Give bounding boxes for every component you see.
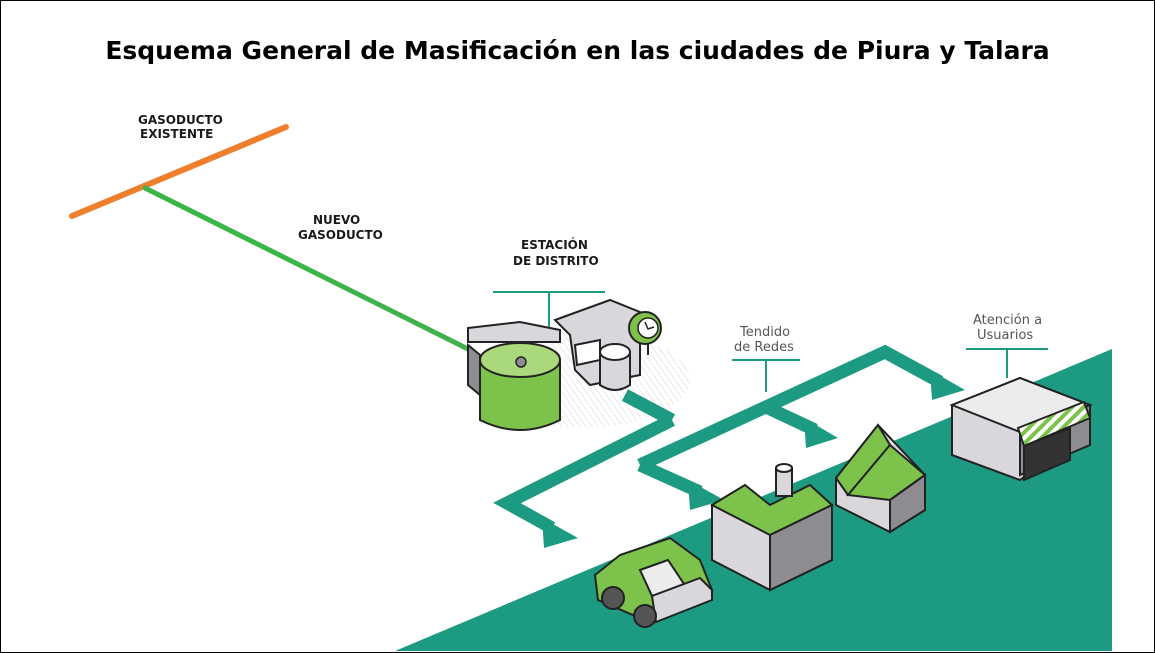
- diagram-title: Esquema General de Masificación en las c…: [105, 36, 1050, 65]
- label-nuevo-gasoducto-line2: GASODUCTO: [298, 228, 383, 242]
- label-tendido-redes-line2: de Redes: [734, 340, 794, 355]
- label-nuevo-gasoducto-line1: NUEVO: [313, 213, 360, 227]
- label-atencion-usuarios-line1: Atención a: [973, 313, 1042, 328]
- arrow-to-car: [542, 518, 578, 548]
- label-estacion-distrito: ESTACIÓN DE DISTRITO: [513, 237, 599, 268]
- car-user: [593, 536, 714, 628]
- leader-atencion: [966, 348, 1048, 378]
- district-station: [467, 298, 662, 431]
- label-estacion-distrito-line2: DE DISTRITO: [513, 254, 599, 268]
- distribution-network: [493, 344, 944, 534]
- label-gasoducto-existente-line1: GASODUCTO: [138, 113, 223, 127]
- label-estacion-distrito-line1: ESTACIÓN: [521, 237, 588, 252]
- factory-user: [709, 463, 834, 592]
- leader-tendido: [732, 359, 800, 392]
- new-pipeline: [142, 185, 473, 353]
- label-tendido-redes-line1: Tendido: [739, 325, 790, 340]
- commerce-user: [949, 376, 1093, 482]
- label-atencion-usuarios-line2: Usuarios: [977, 328, 1033, 343]
- arrow-to-house: [804, 418, 838, 448]
- arrow-to-commerce: [930, 370, 965, 400]
- existing-pipeline: [69, 124, 289, 219]
- house-user: [834, 423, 927, 534]
- label-gasoducto-existente-line2: EXISTENTE: [140, 127, 213, 141]
- leader-estacion: [493, 291, 605, 330]
